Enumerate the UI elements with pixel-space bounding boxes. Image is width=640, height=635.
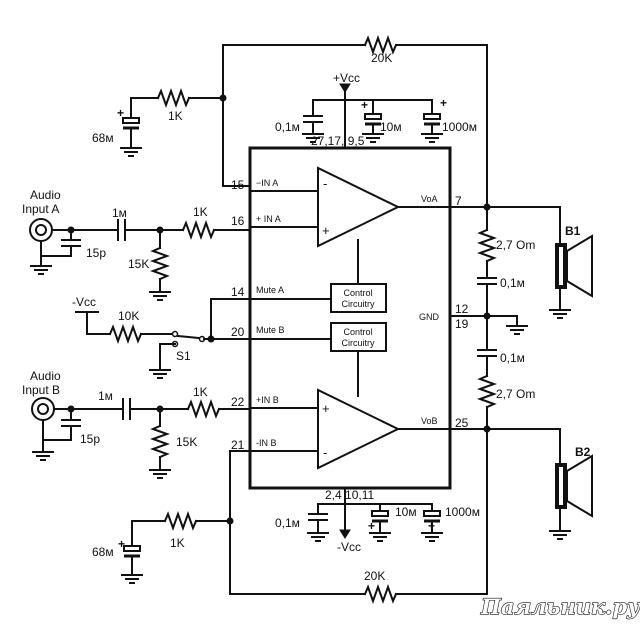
sig-mute-b: Mute B bbox=[256, 325, 285, 335]
pin-25: 25 bbox=[455, 416, 469, 430]
control-2-label-1: Control bbox=[343, 327, 372, 337]
audio-input-a-line1: Audio bbox=[30, 188, 61, 202]
audio-input-a-line2: Input A bbox=[22, 202, 59, 216]
r-bias-top-label: 1K bbox=[168, 109, 183, 123]
sig-in-a-neg: −IN A bbox=[256, 178, 278, 188]
sig-in-b-neg: -IN B bbox=[256, 438, 277, 448]
vcc-pos-label: +Vcc bbox=[333, 71, 360, 85]
svg-text:+: + bbox=[361, 98, 368, 112]
pin-7: 7 bbox=[455, 194, 462, 208]
svg-text:+: + bbox=[440, 96, 447, 110]
bottom-supply: -Vcc 0,1м + 10м + 1000м bbox=[275, 487, 480, 554]
opamp-a: - + bbox=[317, 166, 401, 248]
c-bot-1-label: 0,1м bbox=[275, 516, 300, 530]
sig-in-b-pos: +IN B bbox=[256, 395, 279, 405]
sig-vob: VoB bbox=[421, 416, 438, 426]
speaker-b1: B1 bbox=[549, 206, 593, 319]
zobel-r-b-label: 2,7 Om bbox=[496, 387, 535, 401]
zobel-c-b-label: 0,1м bbox=[500, 351, 525, 365]
pin-22: 22 bbox=[231, 395, 245, 409]
speaker-b1-label: B1 bbox=[565, 224, 581, 238]
input-b-stage: Audio Input B 15p 1м 1K 15K bbox=[22, 369, 251, 479]
sig-in-a-pos: + IN A bbox=[256, 214, 281, 224]
control-2-label-2: Circuitry bbox=[342, 338, 375, 348]
top-supply: +Vcc 0,1м + 10м + 1000м bbox=[275, 71, 477, 149]
zobel-r-a-label: 2,7 Om bbox=[496, 238, 535, 252]
r-shunt-a-label: 15K bbox=[128, 257, 149, 271]
audio-input-b-line1: Audio bbox=[30, 369, 61, 383]
c-top-2-label: 10м bbox=[380, 120, 402, 134]
speaker-b2-label: B2 bbox=[575, 445, 591, 459]
c-bias-bottom-label: 68м bbox=[92, 545, 114, 559]
opamp-b: + - bbox=[317, 388, 401, 470]
opamp-b-minus: - bbox=[323, 445, 327, 460]
control-1-label-1: Control bbox=[343, 288, 372, 298]
feedback-bottom: 20K 1K + 68м bbox=[92, 428, 488, 604]
vcc-mute-label: -Vcc bbox=[72, 295, 96, 309]
control-1-label-2: Circuitry bbox=[342, 299, 375, 309]
c-filter-a-label: 15p bbox=[86, 246, 106, 260]
r-bias-bottom-label: 1K bbox=[170, 536, 185, 550]
sig-voa: VoA bbox=[421, 194, 438, 204]
r-shunt-b-label: 15K bbox=[176, 435, 197, 449]
input-a-stage: Audio Input A 15p 1м 1K 15K bbox=[22, 188, 251, 301]
c-filter-b-label: 15p bbox=[80, 432, 100, 446]
c-top-3-label: 1000м bbox=[442, 120, 477, 134]
sig-gnd: GND bbox=[419, 312, 440, 322]
pin-16: 16 bbox=[231, 214, 245, 228]
sig-mute-a: Mute A bbox=[256, 285, 284, 295]
pin-19: 19 bbox=[455, 317, 469, 331]
pins-bottom: 2,4 10,11 bbox=[325, 488, 374, 502]
mute-network: -Vcc 10K S1 bbox=[72, 295, 251, 379]
c-bot-2-label: 10м bbox=[395, 505, 417, 519]
pin-21: 21 bbox=[231, 438, 245, 452]
opamp-a-plus: + bbox=[322, 223, 330, 238]
r-mute-label: 10K bbox=[118, 309, 139, 323]
r-feedback-bottom-label: 20K bbox=[364, 569, 385, 583]
svg-text:+: + bbox=[368, 519, 375, 533]
r-feedback-top-label: 20K bbox=[371, 51, 392, 65]
opamp-b-plus: + bbox=[322, 401, 330, 416]
c-bias-top-label: 68м bbox=[92, 131, 114, 145]
pins-top: 27,17, 9,5 bbox=[311, 134, 365, 148]
r-in-b-label: 1K bbox=[193, 385, 208, 399]
zobel-c-a-label: 0,1м bbox=[500, 276, 525, 290]
svg-text:+: + bbox=[118, 537, 125, 551]
c-bot-3-label: 1000м bbox=[445, 505, 480, 519]
c-top-1-label: 0,1м bbox=[275, 120, 300, 134]
opamp-a-minus: - bbox=[323, 176, 327, 191]
input-b-jack bbox=[31, 397, 55, 421]
audio-input-b-line2: Input B bbox=[22, 383, 60, 397]
input-a-jack bbox=[29, 218, 53, 242]
switch-label: S1 bbox=[176, 349, 191, 363]
vcc-neg-label: -Vcc bbox=[337, 540, 361, 554]
pin-14: 14 bbox=[231, 285, 245, 299]
speaker-b2: B2 bbox=[549, 428, 593, 540]
watermark: Паяльник.ру bbox=[480, 594, 640, 619]
svg-text:+: + bbox=[428, 519, 435, 533]
ic-body bbox=[248, 146, 452, 490]
feedback-top: 20K 1K + 68м bbox=[92, 35, 488, 208]
c-couple-b-label: 1м bbox=[98, 389, 113, 403]
c-couple-a-label: 1м bbox=[112, 206, 127, 220]
r-in-a-label: 1K bbox=[193, 205, 208, 219]
pin-20: 20 bbox=[231, 325, 245, 339]
svg-text:+: + bbox=[117, 106, 124, 120]
output-network: 2,7 Om 0,1м 0,1м 2,7 Om bbox=[449, 203, 561, 433]
pin-12: 12 bbox=[455, 302, 469, 316]
